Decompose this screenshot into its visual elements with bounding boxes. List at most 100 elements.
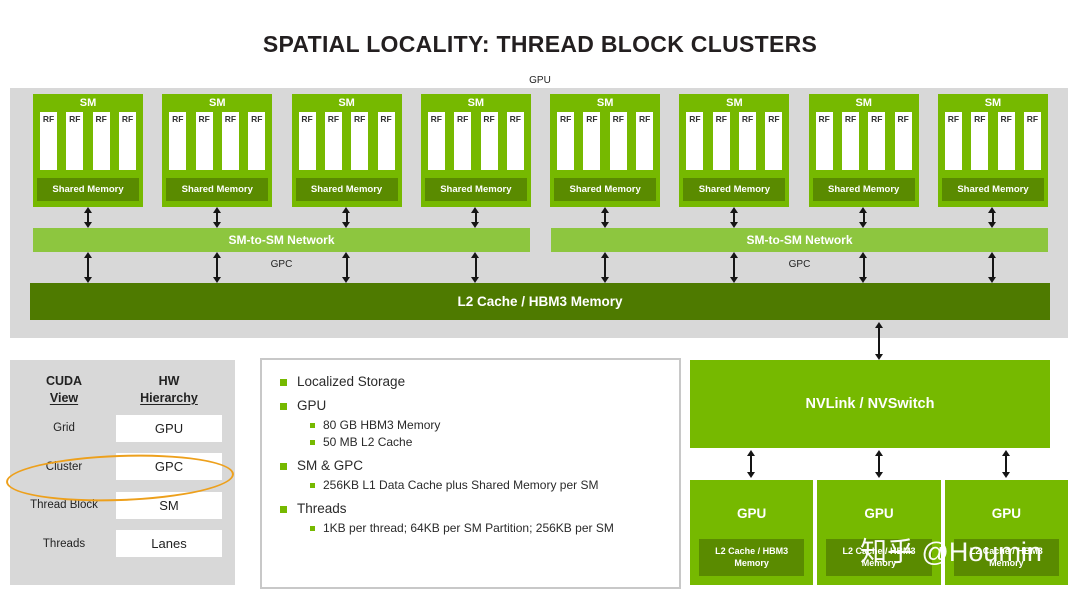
- rf-column: RF: [377, 112, 395, 170]
- gpu-box: GPU L2 Cache / HBM3 Memory: [817, 480, 941, 585]
- cuda-view-label: Threads: [42, 537, 86, 550]
- vertical-double-arrow: [550, 207, 660, 228]
- note-item: 1KB per thread; 64KB per SM Partition; 2…: [310, 521, 663, 535]
- vertical-double-arrow: [550, 252, 660, 283]
- vertical-double-arrow: [938, 252, 1048, 283]
- rf-column: RF: [351, 112, 369, 170]
- gpc-label-right: GPC: [788, 259, 811, 270]
- rf-column: RF: [92, 112, 110, 170]
- gpu-memory-bar: L2 Cache / HBM3 Memory: [826, 539, 932, 576]
- sm-label: SM: [855, 97, 872, 109]
- shared-memory-bar: Shared Memory: [941, 178, 1044, 201]
- rf-column: RF: [195, 112, 213, 170]
- vertical-double-arrow: [292, 252, 402, 283]
- arrow-shaft: [729, 207, 738, 228]
- hw-hierarchy-value: GPU: [116, 414, 222, 442]
- arrow-shaft: [342, 207, 351, 228]
- cuda-view-label: Grid: [53, 422, 75, 435]
- rf-column: RF: [765, 112, 783, 170]
- rf-column: RF: [712, 112, 730, 170]
- gpu-box-label: GPU: [991, 506, 1021, 521]
- rf-column: RF: [324, 112, 342, 170]
- page-title: SPATIAL LOCALITY: THREAD BLOCK CLUSTERS: [262, 31, 818, 57]
- l2-to-nvlink-arrow: [874, 322, 883, 360]
- note-text: 1KB per thread; 64KB per SM Partition; 2…: [323, 521, 614, 535]
- rf-column: RF: [557, 112, 575, 170]
- hw-hierarchy-value: SM: [116, 491, 222, 519]
- sm-label: SM: [338, 97, 355, 109]
- rf-column: RF: [583, 112, 601, 170]
- vertical-double-arrow: [809, 207, 919, 228]
- vertical-double-arrow: [809, 252, 919, 283]
- bullet-icon: [280, 379, 287, 386]
- arrow-shaft: [600, 207, 609, 228]
- arrow-shaft: [83, 252, 92, 283]
- rf-column: RF: [815, 112, 833, 170]
- arrow-shaft: [471, 207, 480, 228]
- shared-memory-bar: Shared Memory: [295, 178, 398, 201]
- rf-column: RF: [221, 112, 239, 170]
- gpu-box-label: GPU: [864, 506, 894, 521]
- note-text: Threads: [297, 501, 347, 516]
- vertical-double-arrow: [162, 207, 272, 228]
- bullet-icon: [310, 423, 315, 428]
- note-item: 50 MB L2 Cache: [310, 435, 663, 449]
- bullet-icon: [310, 440, 315, 445]
- cuda-view-label: Cluster: [45, 460, 83, 473]
- sm-to-network-arrow-row: [33, 207, 1048, 228]
- gpu-box: GPU L2 Cache / HBM3 Memory: [944, 480, 1068, 585]
- nvlink-to-gpu-arrow: [1001, 450, 1010, 478]
- note-text: 50 MB L2 Cache: [323, 435, 413, 449]
- rf-column: RF: [480, 112, 498, 170]
- bullet-icon: [280, 506, 287, 513]
- mapping-row: Grid GPU: [18, 414, 235, 442]
- hw-hierarchy-value: GPC: [116, 453, 222, 481]
- sm-label: SM: [209, 97, 226, 109]
- vertical-double-arrow: [33, 252, 143, 283]
- vertical-double-arrow: [421, 207, 531, 228]
- gpu-memory-bar: L2 Cache / HBM3 Memory: [953, 539, 1059, 576]
- note-item: Localized Storage: [278, 374, 663, 389]
- cuda-view-header: CUDA View: [18, 373, 110, 407]
- rf-column: RF: [944, 112, 962, 170]
- network-to-l2-arrow-row: [33, 252, 1048, 283]
- shared-memory-bar: Shared Memory: [424, 178, 527, 201]
- rf-column: RF: [427, 112, 445, 170]
- vertical-double-arrow: [162, 252, 272, 283]
- shared-memory-bar: Shared Memory: [166, 178, 269, 201]
- rf-column: RF: [40, 112, 57, 170]
- note-item: Threads: [278, 501, 663, 516]
- rf-column: RF: [997, 112, 1015, 170]
- vertical-double-arrow: [292, 207, 402, 228]
- vertical-double-arrow: [679, 207, 789, 228]
- header-line: Hierarchy: [140, 390, 198, 405]
- note-text: SM & GPC: [297, 458, 364, 473]
- nvlink-to-gpu-arrow: [874, 450, 883, 478]
- nvlink-nvswitch-box: NVLink / NVSwitch: [690, 360, 1050, 448]
- shared-memory-bar: Shared Memory: [683, 178, 786, 201]
- note-text: Localized Storage: [297, 374, 406, 389]
- note-item: 256KB L1 Data Cache plus Shared Memory p…: [310, 478, 663, 492]
- arrow-shaft: [212, 252, 221, 283]
- arrow-shaft: [83, 207, 92, 228]
- arrow-shaft: [729, 252, 738, 283]
- vertical-double-arrow: [679, 252, 789, 283]
- gpu-memory-bar: L2 Cache / HBM3 Memory: [699, 539, 805, 576]
- sm-label: SM: [726, 97, 743, 109]
- rf-column: RF: [868, 112, 886, 170]
- arrow-shaft: [471, 252, 480, 283]
